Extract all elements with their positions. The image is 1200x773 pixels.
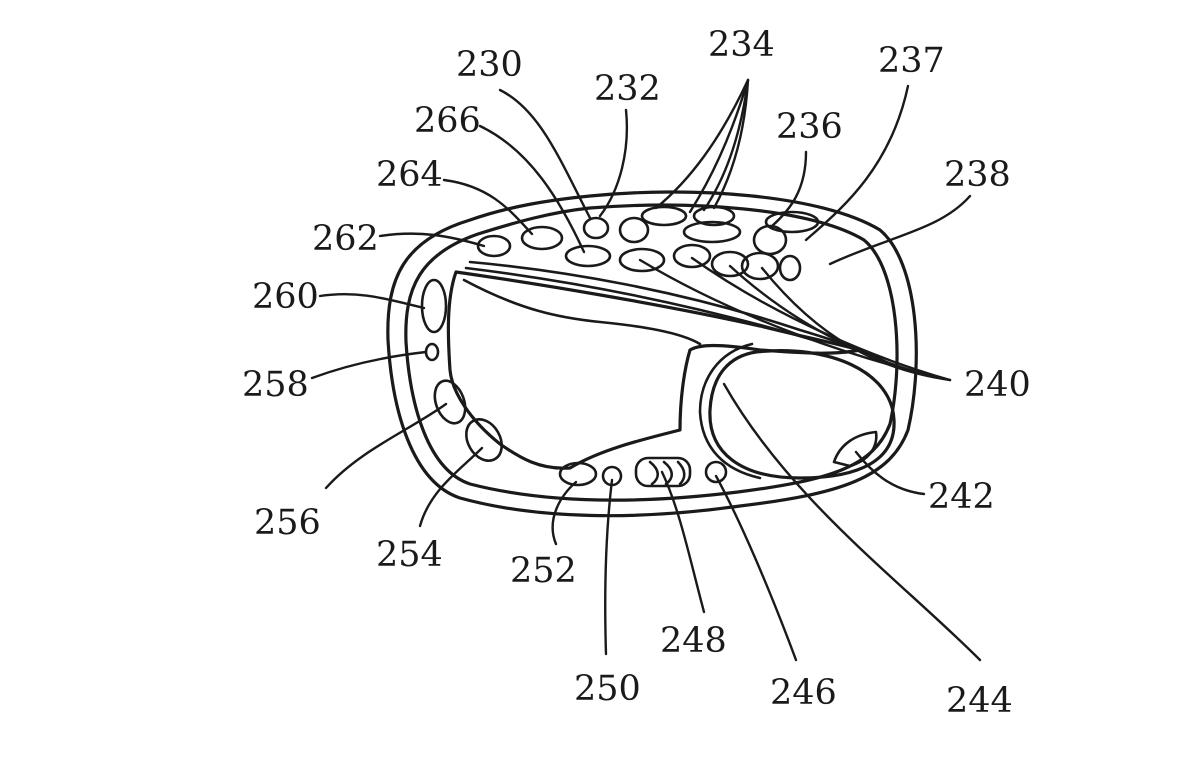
label-250: 250 — [574, 669, 641, 709]
tendon-234c — [682, 220, 742, 244]
tendon-254 — [465, 418, 503, 462]
leader-232 — [598, 108, 629, 218]
leader-258 — [310, 350, 428, 380]
tendon-240e — [778, 254, 802, 282]
structure-242 — [832, 430, 878, 468]
leader-234-b — [688, 78, 750, 214]
right-bone-cortex — [698, 342, 762, 480]
leader-248 — [660, 470, 706, 614]
vessel-230 — [582, 216, 610, 240]
label-238: 238 — [944, 155, 1011, 195]
leader-240-d — [760, 266, 952, 382]
leader-238 — [828, 194, 972, 266]
right-oval-bone — [708, 349, 896, 480]
leader-252 — [551, 480, 578, 546]
label-256: 256 — [254, 503, 321, 543]
label-260: 260 — [252, 277, 319, 317]
tendon-240b — [672, 243, 712, 269]
vessel-260 — [420, 278, 448, 334]
label-246: 246 — [770, 673, 837, 713]
leader-260 — [318, 293, 426, 310]
label-232: 232 — [594, 69, 661, 109]
leader-242 — [854, 450, 926, 496]
label-252: 252 — [510, 551, 577, 591]
vessel-232 — [618, 216, 650, 244]
label-266: 266 — [414, 101, 481, 141]
nerve-248 — [634, 456, 692, 488]
leader-240-c — [728, 264, 952, 382]
label-262: 262 — [312, 219, 379, 259]
leader-234-d — [712, 78, 750, 210]
leader-234-a — [654, 78, 750, 210]
tendon-240d — [740, 251, 780, 281]
label-248: 248 — [660, 621, 727, 661]
leader-264 — [442, 178, 534, 236]
label-258: 258 — [242, 365, 309, 405]
label-236: 236 — [776, 107, 843, 147]
tendon-256 — [433, 379, 467, 425]
tendon-252 — [558, 461, 598, 487]
tendon-240a — [618, 247, 666, 273]
label-244: 244 — [946, 681, 1013, 721]
leader-230 — [498, 88, 592, 220]
label-234: 234 — [708, 25, 775, 65]
muscle-band-lower — [464, 266, 822, 344]
bone-cortex-line — [462, 278, 702, 346]
leader-244 — [722, 382, 982, 662]
tendon-264 — [520, 225, 564, 251]
label-237: 237 — [878, 41, 945, 81]
vessel-246 — [704, 460, 728, 484]
tendon-237 — [764, 210, 820, 234]
vessel-258 — [424, 342, 440, 362]
label-264: 264 — [376, 155, 443, 195]
tendon-234a — [640, 205, 688, 227]
leader-262 — [378, 232, 486, 248]
label-240: 240 — [964, 365, 1031, 405]
leader-256 — [324, 402, 448, 490]
inner-fascia-outline — [404, 203, 899, 502]
leader-266 — [478, 124, 586, 254]
leader-254 — [418, 446, 484, 528]
label-242: 242 — [928, 477, 995, 517]
leader-236 — [770, 150, 808, 228]
label-254: 254 — [376, 535, 443, 575]
tendon-266 — [564, 244, 612, 268]
tendon-240c — [710, 250, 750, 278]
label-230: 230 — [456, 45, 523, 85]
leader-237 — [804, 84, 910, 242]
leader-246 — [714, 474, 798, 662]
outer-skin-outline — [386, 190, 918, 518]
tendon-262 — [476, 234, 512, 258]
leader-250 — [604, 478, 614, 656]
leader-234-c — [702, 78, 750, 212]
